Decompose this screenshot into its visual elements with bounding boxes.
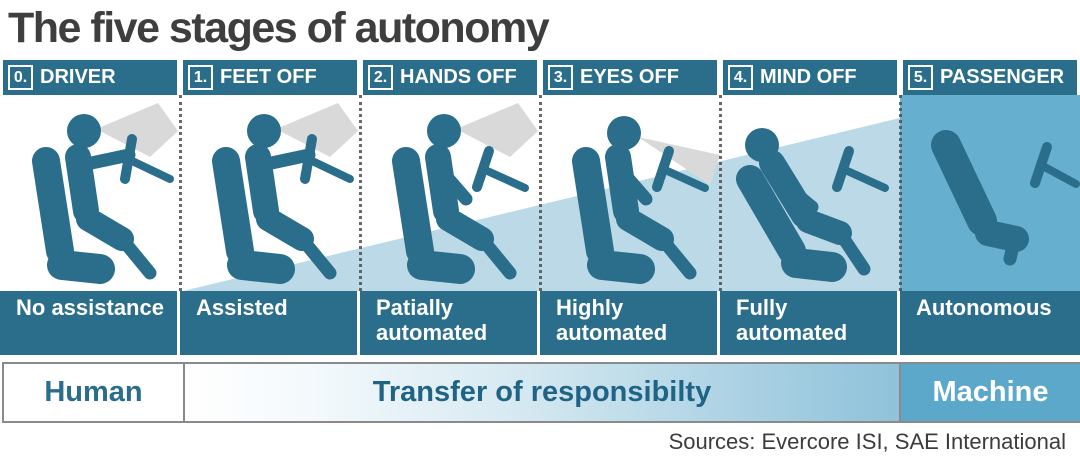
- vision-cone: [638, 137, 720, 185]
- stage-label-partially-automated: Patially automated: [360, 291, 540, 355]
- stage-header-driver: 0. DRIVER: [0, 60, 180, 95]
- stage-header-label: PASSENGER: [940, 66, 1065, 88]
- steering-wheel-icon: [472, 146, 529, 192]
- stage-divider: [719, 95, 722, 291]
- stage-label-fully-automated: Fully automated: [720, 291, 900, 355]
- steering-wheel-icon: [1030, 142, 1080, 188]
- stage-header-label: EYES OFF: [580, 66, 679, 88]
- stage-header-feet-off: 1. FEET OFF: [180, 60, 360, 95]
- machine-cell: Machine: [899, 364, 1080, 421]
- person-body: [759, 150, 871, 276]
- person-driving-icon: [32, 103, 178, 284]
- stage-divider: [539, 95, 542, 291]
- stage-header-label: FEET OFF: [220, 66, 317, 88]
- empty-seat-icon: [931, 130, 1080, 266]
- stage-header-label: HANDS OFF: [400, 66, 517, 88]
- responsibility-bar: Human Transfer of responsibilty Machine: [2, 362, 1080, 423]
- steering-wheel-icon: [832, 146, 889, 192]
- stage-label-row: No assistance Assisted Patially automate…: [0, 291, 1080, 355]
- stage-number-badge: 2.: [368, 65, 393, 90]
- stage-label-no-assistance: No assistance: [0, 291, 180, 355]
- stage-number-badge: 0.: [8, 65, 33, 90]
- stage-number-badge: 4.: [728, 65, 753, 90]
- vision-cone: [96, 103, 178, 157]
- stage-header-passenger: 5. PASSENGER: [900, 60, 1080, 95]
- stage-header-mind-off: 4. MIND OFF: [720, 60, 900, 95]
- person-body: [605, 144, 697, 280]
- stage-label-assisted: Assisted: [180, 291, 360, 355]
- passenger-stage-background: [900, 95, 1080, 291]
- person-head: [247, 114, 281, 148]
- seat-icon: [572, 147, 655, 284]
- stage-header-row: 0. DRIVER 1. FEET OFF 2. HANDS OFF 3. EY…: [0, 60, 1080, 95]
- stage-number-badge: 3.: [548, 65, 573, 90]
- person-eyes-off-icon: [572, 116, 720, 284]
- steering-wheel-icon: [652, 146, 709, 192]
- person-body: [245, 144, 337, 280]
- person-head: [427, 114, 461, 148]
- person-body: [425, 144, 517, 280]
- vision-cone: [276, 103, 358, 157]
- stage-divider: [899, 95, 902, 291]
- person-body: [65, 144, 157, 280]
- stage-header-label: MIND OFF: [760, 66, 857, 88]
- person-head: [607, 116, 641, 150]
- person-head: [67, 114, 101, 148]
- stage-header-eyes-off: 3. EYES OFF: [540, 60, 720, 95]
- seat-icon: [392, 147, 475, 284]
- stage-divider: [179, 95, 182, 291]
- stage-header-label: DRIVER: [40, 66, 116, 88]
- human-cell: Human: [4, 364, 183, 421]
- person-hands-off-icon: [392, 103, 538, 284]
- steering-wheel-icon: [120, 134, 174, 184]
- stage-label-highly-automated: Highly automated: [540, 291, 720, 355]
- figure-band: [0, 95, 1080, 291]
- stage-number-badge: 1.: [188, 65, 213, 90]
- stage-divider: [359, 95, 362, 291]
- stage-label-autonomous: Autonomous: [900, 291, 1080, 355]
- steering-wheel-icon: [300, 134, 354, 184]
- page-title: The five stages of autonomy: [8, 4, 550, 52]
- transfer-of-responsibility-cell: Transfer of responsibilty: [183, 364, 899, 421]
- person-driving-icon: [212, 103, 358, 284]
- person-reclined-icon: [736, 128, 889, 282]
- vision-cone: [456, 103, 538, 157]
- stage-number-badge: 5.: [908, 65, 933, 90]
- seat-icon: [212, 147, 295, 284]
- seat-icon: [931, 130, 1029, 266]
- stage-header-hands-off: 2. HANDS OFF: [360, 60, 540, 95]
- seat-icon: [736, 165, 847, 282]
- seat-icon: [32, 147, 115, 284]
- person-head: [745, 128, 779, 162]
- sources-caption: Sources: Evercore ISI, SAE International: [668, 429, 1066, 454]
